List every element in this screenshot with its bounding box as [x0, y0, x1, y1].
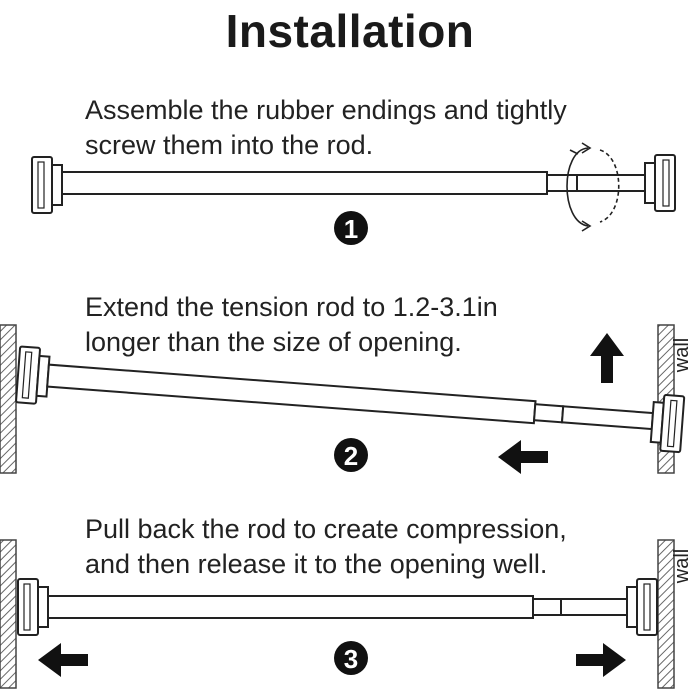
step-3-line-1: Pull back the rod to create compression, [85, 514, 567, 544]
step-2-badge: 2 [334, 438, 368, 472]
arrow-left-icon [38, 643, 88, 677]
page-title: Installation [225, 5, 475, 57]
step-3-instructions: Pull back the rod to create compression,… [85, 512, 567, 582]
step-2-rod-tilted [15, 345, 686, 454]
wall-label-step-3: wall [671, 549, 693, 584]
step-1-number: 1 [344, 214, 358, 244]
wall-label-step-2: wall [671, 338, 693, 373]
rotate-arrow-icon [566, 142, 620, 232]
step-2-instructions: Extend the tension rod to 1.2-3.1in long… [85, 290, 498, 360]
arrow-left-icon [498, 440, 548, 474]
step-3-rod-horizontal [17, 578, 658, 636]
step-2-line-2: longer than the size of opening. [85, 327, 462, 357]
step-1-instructions: Assemble the rubber endings and tightly … [85, 93, 567, 163]
step-3-badge: 3 [334, 641, 368, 675]
arrow-up-icon [590, 333, 624, 383]
step-3-number: 3 [344, 644, 358, 674]
step-1-line-1: Assemble the rubber endings and tightly [85, 95, 567, 125]
step-2-number: 2 [344, 441, 358, 471]
step-2-line-1: Extend the tension rod to 1.2-3.1in [85, 292, 498, 322]
step-1-badge: 1 [334, 211, 368, 245]
step-1-line-2: screw them into the rod. [85, 130, 374, 160]
step-1-rod-assembly [31, 154, 676, 214]
left-wall-step-2 [0, 324, 17, 474]
left-wall-step-3 [0, 539, 17, 689]
arrow-right-icon [576, 643, 626, 677]
step-3-line-2: and then release it to the opening well. [85, 549, 548, 579]
